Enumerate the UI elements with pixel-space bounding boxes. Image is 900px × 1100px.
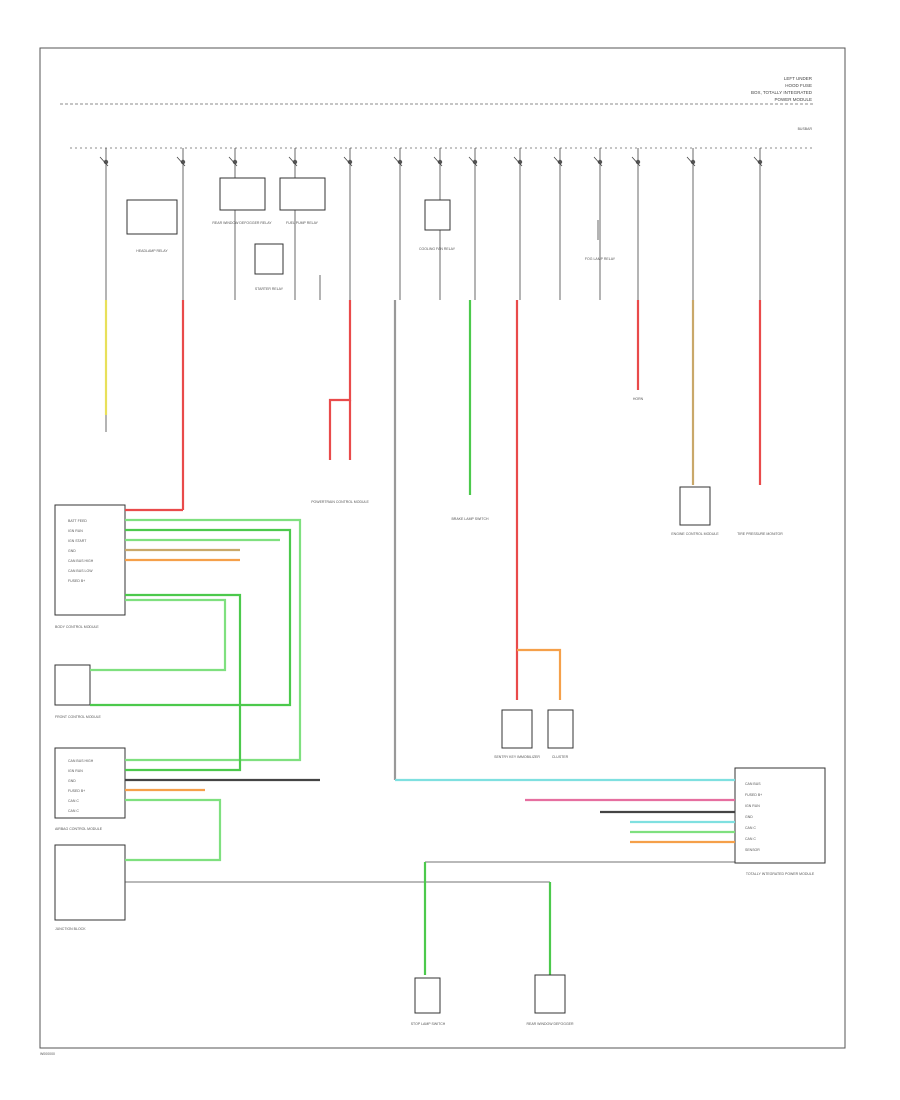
tipm-pin-7: SENSOR (745, 848, 760, 852)
label-c8: POWERTRAIN CONTROL MODULE (311, 500, 369, 504)
tipm-pin-4: GND (745, 815, 753, 819)
tipm-harness (125, 778, 735, 975)
tipm-pin-1: CAN BUS (745, 782, 761, 786)
component-sentry-key (501, 709, 533, 749)
fuse-4 (288, 148, 298, 300)
header-line-1: LEFT UNDER (784, 76, 813, 81)
fcm-pin-4: FUSED B+ (68, 789, 85, 793)
junction-block (54, 844, 126, 921)
fuse-14 (753, 148, 763, 300)
fcm-pin-list: CAN BUS HIGH IGN RUN GND FUSED B+ CAN C CAN C (68, 759, 94, 813)
fuse-2 (176, 148, 186, 300)
tipm-module (734, 767, 826, 864)
label-c7: HORN (633, 397, 644, 401)
busbar-label: BUSBAR (798, 127, 813, 131)
header-line-4: POWER MODULE (774, 97, 812, 102)
component-engine-module (679, 486, 711, 526)
fuse-13 (686, 148, 696, 300)
label-c5: COOLING FAN RELAY (419, 247, 456, 251)
label-c15: REAR WINDOW DEFOGGER (526, 1022, 574, 1026)
label-c19: JUNCTION BLOCK (55, 927, 86, 931)
bcm-pin-6: CAN BUS LOW (68, 569, 93, 573)
label-c11: TIRE PRESSURE MONITOR (737, 532, 783, 536)
label-c12: SENTRY KEY IMMOBILIZER (494, 755, 540, 759)
fuse-9 (513, 148, 523, 300)
label-c18: TOTALLY INTEGRATED POWER MODULE (746, 872, 815, 876)
fuse-5 (343, 148, 353, 300)
diagram-frame (39, 47, 846, 1049)
header-line-3: BOX, TOTALLY INTEGRATED (751, 90, 813, 95)
tipm-pin-6: CAN C (745, 837, 756, 841)
fuse-12 (631, 148, 641, 300)
fuse-row (99, 148, 763, 300)
fuse-6 (393, 148, 403, 300)
label-c6: FOG LAMP RELAY (585, 257, 616, 261)
label-c9: BRAKE LAMP SWITCH (451, 517, 489, 521)
bcm-pin-4: GND (68, 549, 76, 553)
fuse-8 (468, 148, 478, 300)
bcm-pin-2: IGN RUN (68, 529, 83, 533)
relay-box-2 (219, 177, 266, 211)
fuse-3 (228, 148, 238, 300)
bcm-pin-7: FUSED B+ (68, 579, 85, 583)
fuse-1 (99, 148, 109, 300)
tipm-pin-list: CAN BUS FUSED B+ IGN RUN GND CAN C CAN C SENSO… (745, 782, 762, 852)
relay-box-1 (126, 199, 178, 235)
fcm-pin-6: CAN C (68, 809, 79, 813)
component-rear-defogger (534, 974, 566, 1014)
fcm-pin-5: CAN C (68, 799, 79, 803)
fcm-pin-2: IGN RUN (68, 769, 83, 773)
relay-box-3 (279, 177, 326, 211)
relay-box-5 (424, 199, 451, 231)
bcm-pin-5: CAN BUS HIGH (68, 559, 94, 563)
component-cluster (547, 709, 574, 749)
label-c3: FUEL PUMP RELAY (286, 221, 319, 225)
tipm-pin-2: FUSED B+ (745, 793, 762, 797)
footer-code: W000000 (40, 1052, 55, 1056)
header: LEFT UNDER HOOD FUSE BOX, TOTALLY INTEGR… (751, 76, 813, 131)
label-c16: BODY CONTROL MODULE (55, 625, 99, 629)
label-c10: ENGINE CONTROL MODULE (671, 532, 719, 536)
label-c4: STARTER RELAY (255, 287, 284, 291)
fuse-10 (553, 148, 563, 300)
tipm-pin-3: IGN RUN (745, 804, 760, 808)
wire-red-2 (328, 300, 352, 460)
bcm-pin-list: BATT FEED IGN RUN IGN START GND CAN BUS HIGH… (68, 519, 94, 583)
fcm-pin-3: GND (68, 779, 76, 783)
bcm-pin-3: IGN START (68, 539, 87, 543)
label-c20: AIRBAG CONTROL MODULE (55, 827, 103, 831)
header-line-2: HOOD FUSE (785, 83, 812, 88)
fuse-11 (593, 148, 603, 300)
label-c17: FRONT CONTROL MODULE (55, 715, 102, 719)
label-c14: STOP LAMP SWITCH (411, 1022, 446, 1026)
bcm-module (54, 504, 126, 616)
green-harness (90, 508, 320, 862)
component-stop-lamp-switch (414, 977, 441, 1014)
vertical-wires (104, 220, 762, 780)
relay-box-4 (254, 243, 284, 275)
label-c2: REAR WINDOW DEFOGGER RELAY (212, 221, 272, 225)
label-c13: CLUSTER (552, 755, 569, 759)
tipm-pin-5: CAN C (745, 826, 756, 830)
airbag-module (54, 747, 126, 819)
bcm-pin-1: BATT FEED (68, 519, 87, 523)
wire-orange-1 (517, 648, 562, 700)
fcm-module (54, 664, 91, 706)
label-c1: HEADLAMP RELAY (136, 249, 168, 253)
fcm-pin-1: CAN BUS HIGH (68, 759, 94, 763)
